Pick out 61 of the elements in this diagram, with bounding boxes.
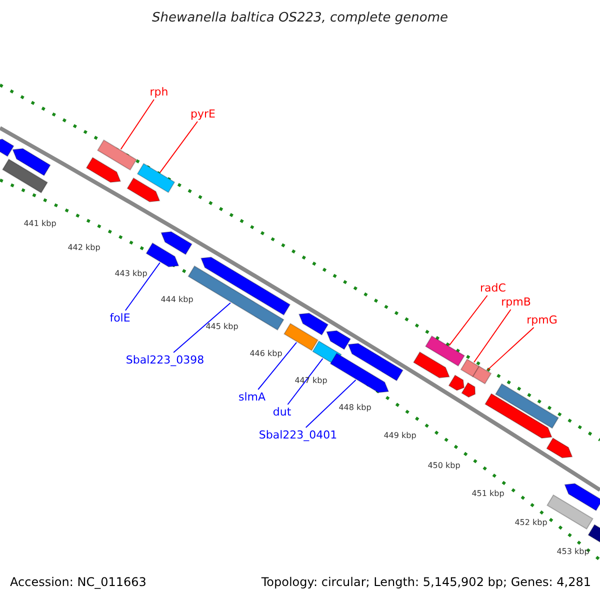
gene-block — [86, 156, 122, 183]
gene-block — [348, 343, 404, 382]
leader-line — [305, 380, 356, 428]
gene-label: dut — [272, 406, 292, 418]
gene-label: slmA — [238, 392, 266, 402]
gene-bar — [472, 366, 492, 384]
gene-bar — [424, 335, 466, 367]
gene-bar — [460, 358, 480, 378]
gene-label: Sbal223_0398 — [126, 354, 204, 366]
gene-label: radC — [480, 282, 506, 294]
genome-info-text: Topology: circular; Length: 5,145,902 bp; Genes: 4,281 — [261, 576, 591, 588]
gene-block — [484, 393, 552, 439]
leader-line — [173, 302, 231, 353]
tick-label: 445 kbp — [206, 323, 238, 331]
gene-block — [330, 352, 390, 394]
leader-line — [448, 295, 488, 346]
gene-bar — [136, 162, 176, 194]
gene-block — [12, 148, 51, 176]
gene-block — [546, 437, 573, 458]
gene-block — [146, 242, 180, 268]
leader-line — [486, 327, 534, 371]
gene-block — [326, 330, 352, 350]
gene-label: rpmG — [526, 314, 558, 326]
gene-bar — [96, 139, 138, 171]
gene-block — [564, 483, 600, 512]
gene-bar — [284, 322, 318, 352]
leader-line — [124, 262, 160, 311]
leader-line — [258, 342, 298, 390]
tick-label: 451 kbp — [472, 490, 504, 498]
leader-line — [160, 121, 198, 173]
gene-bar — [546, 494, 594, 530]
gene-label: rph — [150, 86, 168, 98]
gene-label: folE — [110, 312, 130, 324]
tick-label: 442 kbp — [68, 244, 100, 252]
gene-block — [160, 231, 192, 256]
gene-label: pyrE — [190, 108, 216, 120]
gene-bar — [2, 158, 48, 194]
tick-label: 450 kbp — [428, 462, 460, 470]
tick-label: 446 kbp — [250, 350, 282, 358]
gene-block — [126, 177, 160, 202]
gene-block — [448, 374, 465, 391]
gene-label: rpmB — [501, 296, 531, 308]
gene-block — [412, 351, 450, 378]
tick-label: 453 kbp — [556, 548, 590, 556]
gene-block — [461, 382, 476, 398]
leader-line — [474, 309, 512, 363]
gene-bar — [494, 383, 560, 429]
leader-line — [287, 358, 324, 405]
gene-label: Sbal223_0401 — [258, 430, 338, 440]
tick-label: 444 kbp — [160, 296, 194, 304]
diagram-title: Shewanella baltica OS223, complete genome — [152, 12, 448, 24]
tick-label: 443 kbp — [114, 270, 148, 278]
accession-text: Accession: NC_011663 — [10, 576, 146, 588]
gene-block — [200, 256, 291, 316]
leader-line — [120, 99, 154, 150]
gene-block — [0, 138, 14, 157]
gene-block — [298, 312, 329, 336]
tick-label: 441 kbp — [24, 220, 56, 228]
tick-label: 448 kbp — [338, 404, 372, 412]
tick-label: 452 kbp — [514, 519, 548, 527]
tick-label: 449 kbp — [384, 432, 416, 440]
